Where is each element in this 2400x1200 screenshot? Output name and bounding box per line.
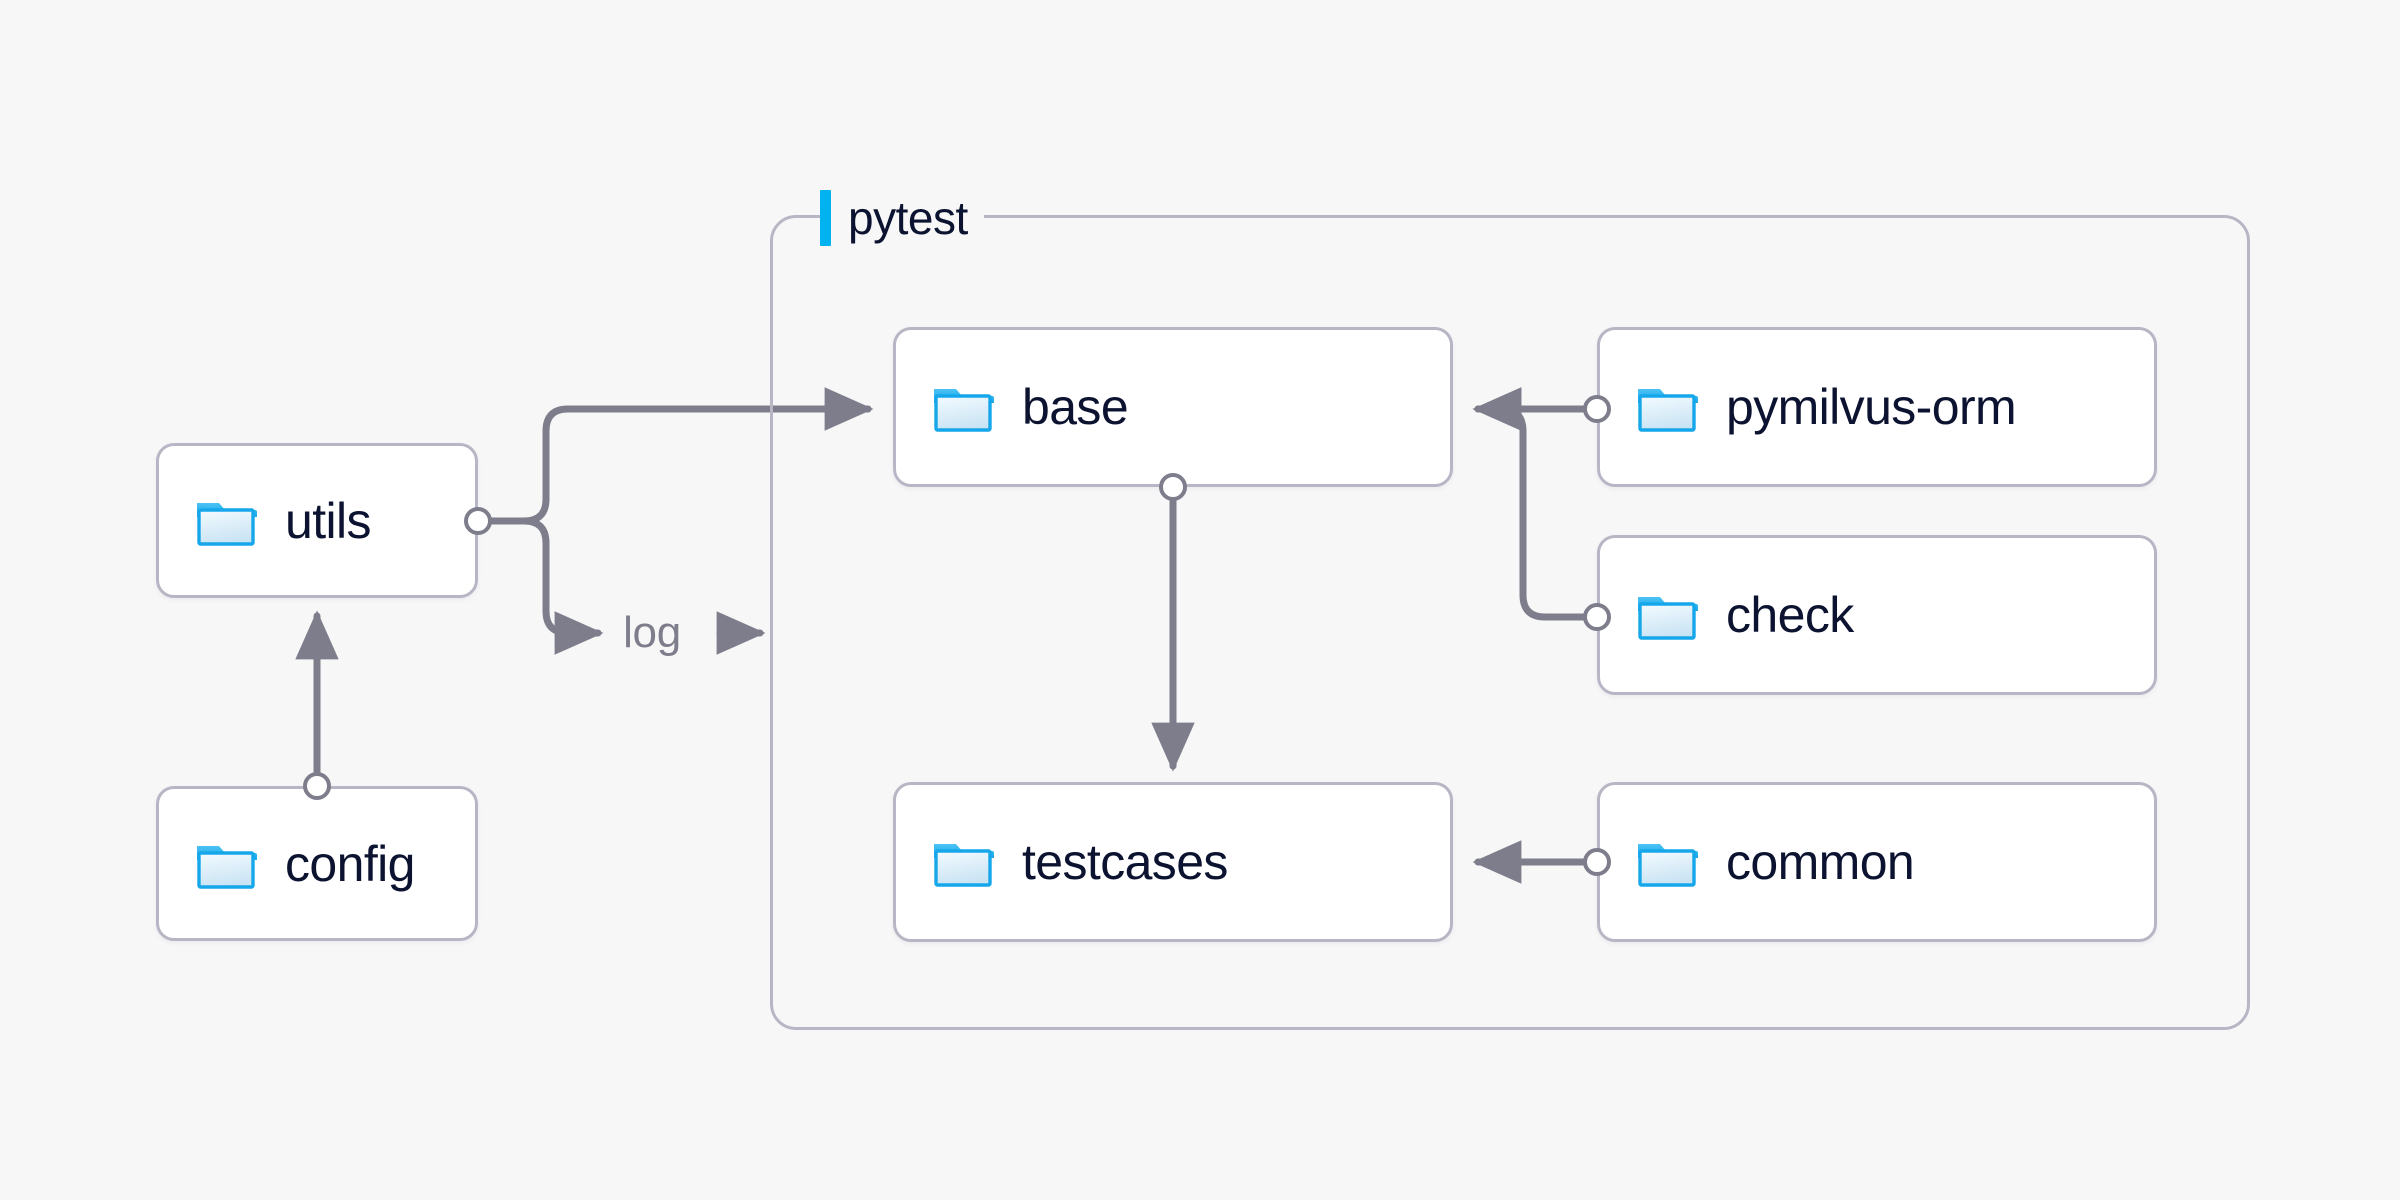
node-label-pymilvus-orm: pymilvus-orm <box>1726 379 2017 435</box>
port-pymilvus-orm-left[interactable] <box>1583 395 1611 423</box>
node-pymilvus-orm[interactable]: pymilvus-orm <box>1597 327 2157 487</box>
port-check-left[interactable] <box>1583 603 1611 631</box>
edge-utils-log <box>488 517 604 655</box>
node-common[interactable]: common <box>1597 782 2157 942</box>
node-config[interactable]: config <box>156 786 478 941</box>
node-label-common: common <box>1726 834 1915 890</box>
node-label-testcases: testcases <box>1022 834 1228 890</box>
node-label-base: base <box>1022 379 1129 435</box>
node-label-config: config <box>285 835 415 892</box>
folder-icon <box>1638 844 1698 887</box>
folder-icon <box>934 389 994 432</box>
pytest-group-container <box>770 215 2250 1030</box>
group-accent-bar <box>820 190 831 246</box>
node-testcases[interactable]: testcases <box>893 782 1453 942</box>
folder-icon <box>197 502 257 546</box>
folder-icon <box>1638 389 1698 432</box>
node-label-check: check <box>1726 587 1854 643</box>
port-config-top[interactable] <box>303 772 331 800</box>
port-common-left[interactable] <box>1583 848 1611 876</box>
node-utils[interactable]: utils <box>156 443 478 598</box>
port-base-bottom[interactable] <box>1159 473 1187 501</box>
folder-icon <box>1638 597 1698 640</box>
edge-label-log: log <box>613 611 691 655</box>
group-title-text: pytest <box>848 192 968 244</box>
port-utils-right[interactable] <box>464 507 492 535</box>
folder-icon <box>934 844 994 887</box>
node-base[interactable]: base <box>893 327 1453 487</box>
folder-icon <box>197 845 257 889</box>
pytest-group-label: pytest <box>820 188 984 248</box>
node-label-utils: utils <box>285 492 372 549</box>
node-check[interactable]: check <box>1597 535 2157 695</box>
